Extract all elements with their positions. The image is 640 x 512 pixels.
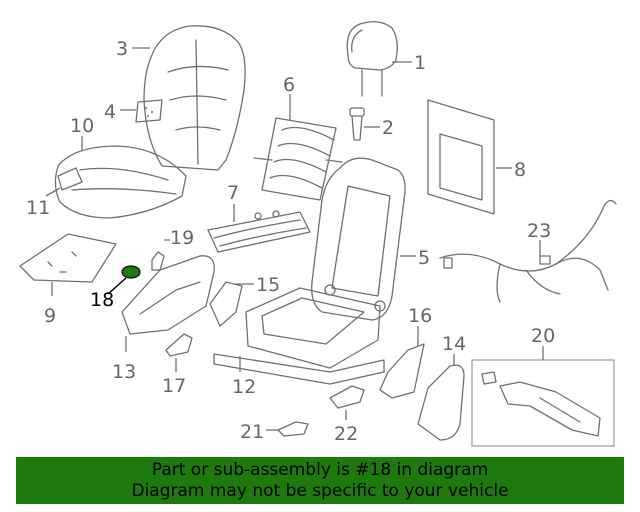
banner-line-1: Part or sub-assembly is #18 in diagram <box>151 459 489 480</box>
label-22: 22 <box>334 423 358 445</box>
label-19: 19 <box>170 227 194 249</box>
label-5: 5 <box>418 247 430 269</box>
part-headrest[interactable] <box>346 21 398 97</box>
part-headrest-guide[interactable] <box>349 107 365 141</box>
part-seatback-cover[interactable] <box>143 25 246 171</box>
part-cushion-heater-pad[interactable] <box>57 167 83 191</box>
part-side-shield[interactable] <box>121 255 215 335</box>
label-7: 7 <box>227 182 239 204</box>
part-track-cover-assembly[interactable] <box>481 371 601 437</box>
label-1: 1 <box>414 52 426 74</box>
part-bracket[interactable] <box>165 333 193 357</box>
part-back-heater-pad[interactable] <box>135 99 163 123</box>
label-17: 17 <box>162 375 186 397</box>
label-9: 9 <box>44 305 56 327</box>
label-3: 3 <box>116 38 128 60</box>
info-banner: Part or sub-assembly is #18 in diagram D… <box>16 457 624 504</box>
part-cushion-cover[interactable] <box>54 145 187 219</box>
part-back-frame[interactable] <box>311 157 406 321</box>
banner-line-2: Diagram may not be specific to your vehi… <box>131 480 509 501</box>
part-inner-cover[interactable] <box>379 343 425 399</box>
part-18-knob[interactable] <box>121 265 141 279</box>
part-track-end-cover[interactable] <box>329 385 365 409</box>
label-2: 2 <box>382 117 394 139</box>
label-11: 11 <box>26 197 50 219</box>
part-back-board[interactable] <box>427 99 495 215</box>
label-23: 23 <box>527 220 551 242</box>
label-18: 18 <box>90 289 114 311</box>
label-10: 10 <box>70 115 94 137</box>
part-20-box <box>471 359 615 447</box>
part-cushion-frame[interactable] <box>213 287 385 385</box>
part-cushion-spring[interactable] <box>207 210 311 253</box>
label-4: 4 <box>104 101 116 123</box>
part-wire-harness[interactable] <box>439 199 617 303</box>
label-21: 21 <box>240 421 264 443</box>
label-20: 20 <box>531 325 555 347</box>
label-6: 6 <box>283 74 295 96</box>
part-side-panel[interactable] <box>417 364 465 441</box>
part-small-cover[interactable] <box>277 421 309 437</box>
part-back-spring-mat[interactable] <box>253 117 343 201</box>
label-16: 16 <box>408 305 432 327</box>
label-15: 15 <box>256 274 280 296</box>
label-13: 13 <box>112 361 136 383</box>
parts-diagram: 1 2 3 4 10 11 9 <box>19 21 617 447</box>
label-14: 14 <box>442 333 466 355</box>
part-cushion-panel[interactable] <box>19 233 117 283</box>
part-inner-shield[interactable] <box>209 281 243 327</box>
label-8: 8 <box>514 159 526 181</box>
label-12: 12 <box>232 376 256 398</box>
part-clip[interactable] <box>151 251 165 271</box>
